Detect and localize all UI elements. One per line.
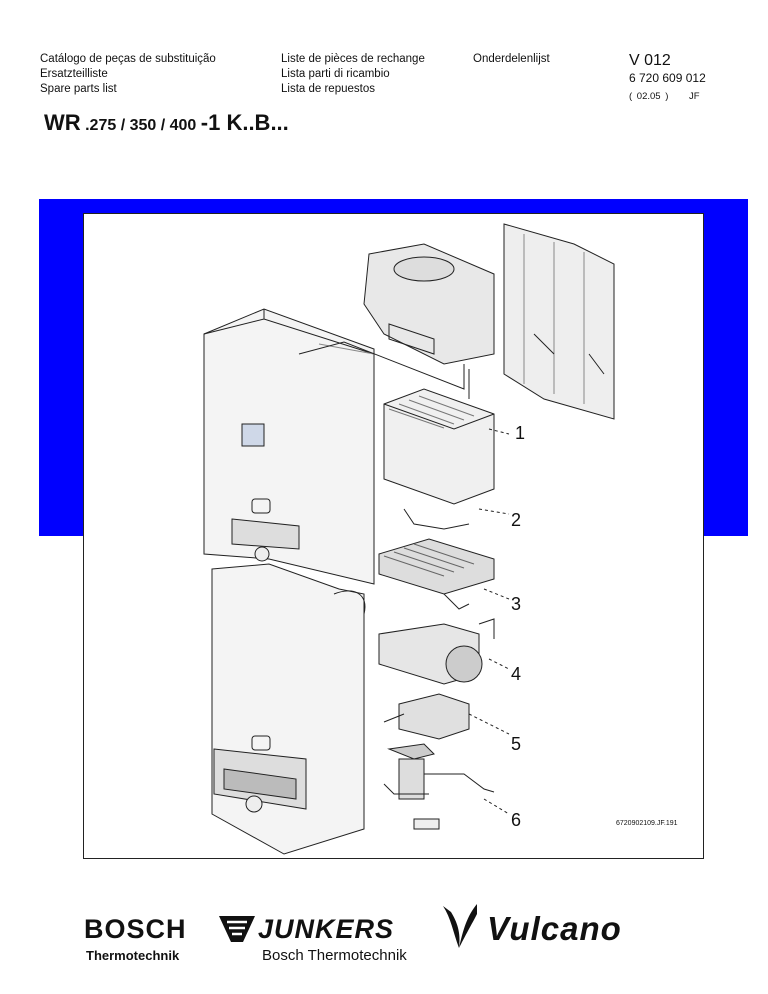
bosch-subtitle: Thermotechnik [86, 948, 180, 963]
title-nl: Onderdelenlijst [473, 53, 550, 65]
title-en: Spare parts list [40, 83, 117, 95]
header-col-1: Catálogo de peças de substituição Ersatz… [40, 52, 216, 97]
model-suffix: -1 K..B... [200, 110, 289, 135]
callout-2: 2 [511, 510, 522, 530]
model-prefix: WR [44, 110, 81, 135]
exploded-view-panel: 1 2 3 4 5 6 6720902109.JF.191 [83, 213, 704, 859]
doc-code: V 012 [629, 52, 671, 69]
figure-code: 6720902109.JF.191 [616, 820, 678, 827]
vulcano-flame-icon [443, 904, 477, 948]
doc-meta: V 012 6 720 609 012 ( 02.05 ) JF [629, 52, 706, 104]
exploded-view-drawing [203, 223, 615, 855]
heat-exchanger [383, 388, 495, 530]
water-valve [383, 693, 470, 740]
junkers-emblem-icon [219, 916, 255, 942]
brand-logos: BOSCH Thermotechnik JUNKERS Bosch Thermo… [0, 900, 768, 980]
rear-casing [211, 563, 366, 855]
callout-1: 1 [515, 423, 526, 443]
header-col-2: Liste de pièces de rechange Lista parti … [281, 52, 425, 97]
callout-6: 6 [511, 810, 522, 830]
junkers-subtitle: Bosch Thermotechnik [262, 947, 407, 964]
callout-leaders [468, 428, 510, 815]
model-title: WR .275 / 350 / 400 -1 K..B... [44, 110, 289, 136]
title-de: Ersatzteilliste [40, 68, 108, 80]
front-casing [203, 308, 375, 585]
callout-4: 4 [511, 664, 522, 684]
title-it: Lista parti di ricambio [281, 68, 390, 80]
assembly-arrows [298, 341, 470, 399]
title-fr: Liste de pièces de rechange [281, 53, 425, 65]
bosch-logo: BOSCH [84, 914, 187, 944]
header-col-3: Onderdelenlijst [473, 52, 550, 67]
vulcano-logo: Vulcano [487, 910, 622, 947]
gas-valve-assembly [378, 618, 495, 685]
doc-date: ( 02.05 ) [629, 91, 669, 102]
back-panel [503, 223, 615, 420]
title-es: Lista de repuestos [281, 83, 375, 95]
junkers-logo: JUNKERS [258, 914, 395, 944]
model-variants: .275 / 350 / 400 [85, 117, 197, 134]
burner [378, 538, 495, 610]
air-box [363, 243, 495, 365]
doc-date-line: ( 02.05 ) JF [629, 89, 706, 104]
callout-5: 5 [511, 734, 522, 754]
ignition-unit [383, 743, 495, 830]
callout-3: 3 [511, 594, 522, 614]
title-pt: Catálogo de peças de substituição [40, 53, 216, 65]
doc-initials: JF [689, 91, 700, 102]
doc-number: 6 720 609 012 [629, 71, 706, 85]
